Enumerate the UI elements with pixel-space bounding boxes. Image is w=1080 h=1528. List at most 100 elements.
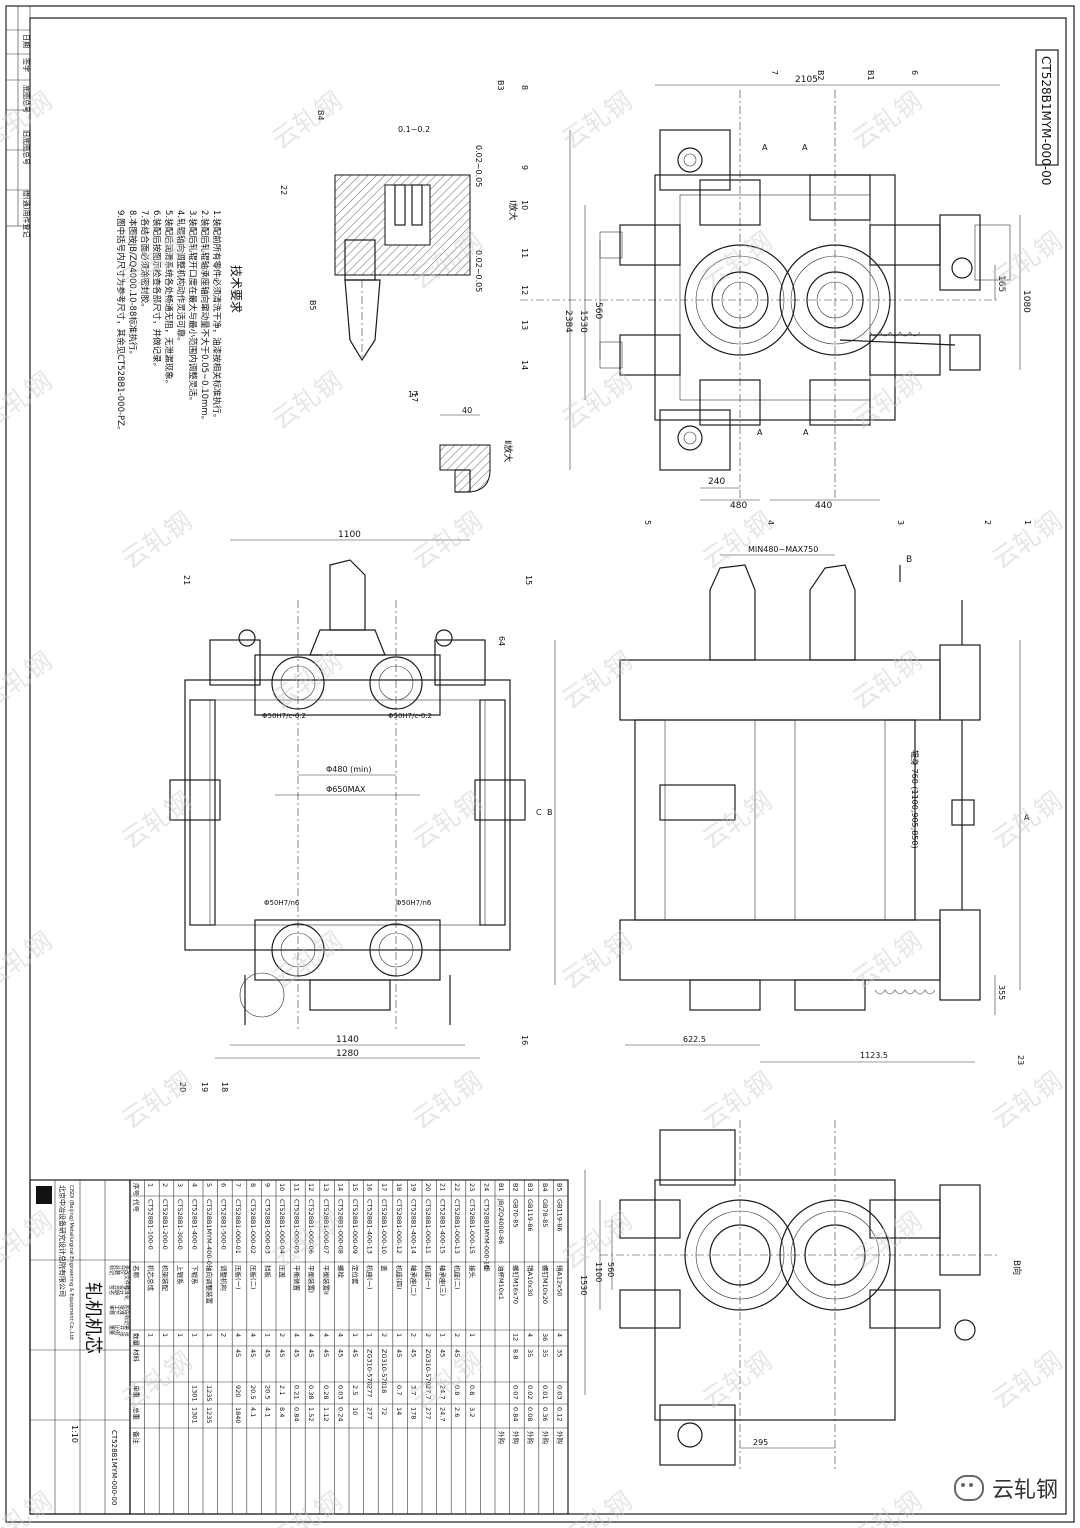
bom-cell: 2 [220, 1333, 228, 1337]
bom-cell: 1840 [234, 1407, 242, 1424]
watermark-text: 云轧钢 [0, 1206, 58, 1275]
bom-cell: 1 [395, 1333, 403, 1337]
bom-header: 总重 [132, 1407, 141, 1421]
bom-cell: CT528B1-000-05 [293, 1199, 301, 1254]
watermark-text: 云轧钢 [117, 506, 198, 575]
balloon-21: 21 [182, 575, 191, 585]
watermark-text: 云轧钢 [987, 506, 1068, 575]
company-name-cn: 北京中冶设备研究设计总院有限公司 [58, 1185, 67, 1297]
drawing-title: 轧机机芯 [82, 1282, 103, 1354]
bom-cell: 20.5 [249, 1385, 257, 1399]
dim-label: Φ480 (min) [326, 765, 371, 774]
bom-cell: 0.8 [453, 1385, 461, 1395]
bom-header: 数量 [132, 1333, 141, 1347]
bom-cell: 盖 [380, 1265, 389, 1272]
bom-cell: 35 [541, 1349, 549, 1357]
bom-cell: 外购 [497, 1431, 506, 1445]
bom-cell: 4 [526, 1333, 534, 1337]
dim-label: 1100 [338, 530, 361, 540]
bom-cell: GB119-86 [555, 1199, 563, 1232]
bom-cell: CT528B1-400-0 [190, 1199, 198, 1250]
bom-cell: 2 [380, 1333, 388, 1337]
bom-cell: 0.36 [541, 1407, 549, 1421]
balloon: 17 [408, 390, 418, 399]
bom-cell: 压板(二) [249, 1265, 258, 1290]
bom-cell: CT528B1-100-0 [147, 1199, 155, 1250]
bom-cell: CT528B1-000-06 [307, 1199, 315, 1254]
bom-cell: 外购 [512, 1431, 521, 1445]
bom-cell: 机座(一) [366, 1265, 375, 1290]
bom-cell: 螺钉M10x20 [541, 1265, 550, 1304]
dim-label: 40 [462, 406, 472, 415]
bom-cell: CT528B1-000-11 [424, 1199, 432, 1254]
bom-cell: B3 [526, 1183, 534, 1192]
bom-cell: 18 [380, 1385, 388, 1393]
watermark-text: 云轧钢 [267, 366, 348, 435]
watermark-text: 云轧钢 [847, 646, 928, 715]
watermark-text: 云轧钢 [0, 646, 58, 715]
bom-cell: ZG310-570 [424, 1349, 432, 1386]
bom-cell: 0.02 [526, 1385, 534, 1399]
balloon-19: 19 [200, 1082, 209, 1092]
dim-label: 1123.5 [860, 1051, 888, 1060]
bom-cell: 0.84 [512, 1407, 520, 1421]
bom-cell: 外购 [555, 1431, 564, 1445]
bom-header: 代号 [132, 1199, 141, 1213]
bom-cell: 油杯M10x1 [497, 1265, 506, 1300]
bom-cell: 6 [220, 1183, 228, 1187]
dim-label: 0.02~0.05 [474, 250, 483, 292]
bom-cell: 17 [380, 1183, 388, 1191]
title-block-label: 第 张 [123, 1325, 130, 1337]
bom-cell: 1235 [205, 1385, 213, 1402]
brand-badge: 云轧钢 [953, 1472, 1058, 1504]
tech-req-item: 5.装配后润滑系统各处畅通无阻，无泄漏现象。 [163, 210, 174, 388]
balloon-b3: B3 [496, 80, 505, 91]
dim-label: 辊身 760 (1100,905,850) [910, 750, 920, 849]
side-label: 签字 [22, 58, 31, 72]
balloon-group: 1234567891011121314151617181920212223B1B… [178, 70, 1032, 1092]
bom-cell: 20 [424, 1183, 432, 1191]
view-title: B向 [1011, 1260, 1023, 1275]
bom-cell: 定位套 [351, 1265, 360, 1285]
bom-cell: 1 [161, 1333, 169, 1337]
bom-cell: 下辊系 [190, 1265, 199, 1285]
brand-label: 云轧钢 [991, 1478, 1058, 1503]
bom-cell: 0.21 [293, 1385, 301, 1399]
balloon-1: 1 [1023, 520, 1032, 525]
watermark-text: 云轧钢 [117, 786, 198, 855]
dim-label: 560 [593, 302, 603, 319]
tech-requirements: 技术要求 1.装配前所有零件必须清洗干净，油漆按相关标准执行。2.装配后轧辊轴承… [115, 210, 243, 435]
dim-label: 1080 [1021, 290, 1031, 313]
svg-text:A: A [757, 428, 763, 437]
bom-cell: 机座(二) [453, 1265, 462, 1290]
title-block-label: 批准 [118, 1305, 125, 1315]
bom-cell: CT528B1-000-10 [380, 1199, 388, 1254]
dim-label: 1280 [336, 1049, 359, 1059]
bom-cell: CT528B1-200-0 [161, 1199, 169, 1250]
dim-label: 1100 [594, 1262, 603, 1282]
bom-cell: CT528B1-000-13 [453, 1199, 461, 1254]
side-label: 借(通)用件登记 [22, 190, 31, 237]
bom-cell: 压板(一) [234, 1265, 243, 1290]
bom-cell: 0.24 [336, 1407, 344, 1421]
bom-cell: 外购 [541, 1431, 550, 1445]
dim-label: 622.5 [683, 1035, 706, 1044]
bom-cell: CT528B1MYM-000-10 [482, 1199, 490, 1269]
svg-text:B: B [547, 808, 553, 817]
bom-cell: 1 [147, 1333, 155, 1337]
bom-cell: 24.7 [439, 1385, 447, 1399]
title-block-label: 分区 [118, 1265, 125, 1275]
bom-cell: 45 [336, 1349, 344, 1357]
bom-cell: 277 [366, 1385, 374, 1397]
bom-header: 序号 [132, 1183, 141, 1197]
balloon-9: 9 [520, 165, 529, 170]
watermark-text: 云轧钢 [0, 926, 58, 995]
balloon-3: 3 [896, 520, 905, 525]
watermark-text: 云轧钢 [267, 86, 348, 155]
drawing-number: CT528B1MYM-000-00 [1039, 56, 1053, 185]
balloon-22: 22 [279, 185, 288, 195]
bom-cell: 接头 [468, 1265, 477, 1279]
title-block-label: 审核 [108, 1305, 115, 1315]
company-name-en: CISDI (Beijing) Metallurgical Engineerin… [68, 1185, 74, 1340]
tech-req-item: 3.装配后轧辊开口度在最大与最小范围内调整灵活。 [187, 210, 198, 405]
